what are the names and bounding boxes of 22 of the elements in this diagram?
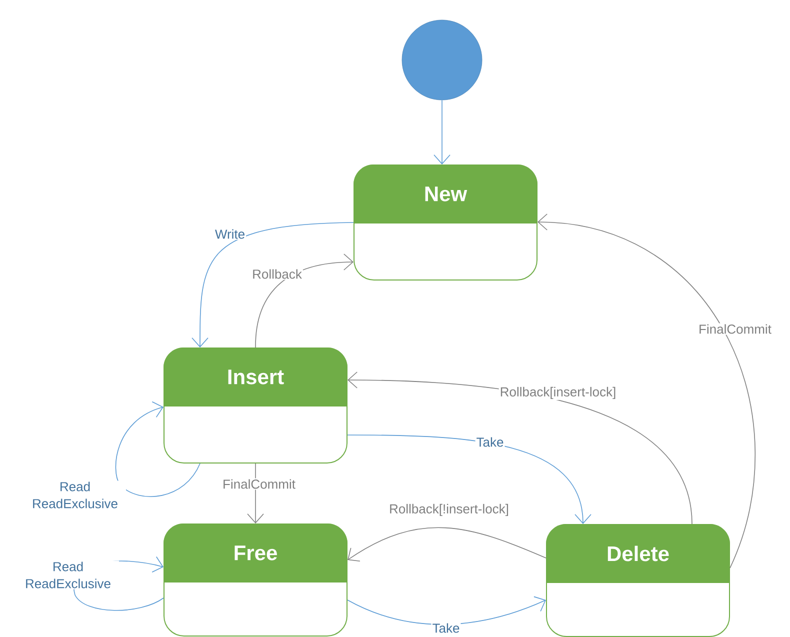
arrow xyxy=(538,214,756,568)
edge-label: Read ReadExclusive xyxy=(24,480,126,510)
edge-label: Take xyxy=(431,622,461,634)
arrow xyxy=(192,222,354,348)
edge-label: FinalCommit xyxy=(698,323,772,335)
arrow xyxy=(347,434,592,524)
arrow xyxy=(434,100,450,164)
edge-label: Take xyxy=(475,436,505,448)
state-box: Delete xyxy=(546,524,730,637)
edge-label: Rollback[!insert-lock] xyxy=(388,502,510,518)
edge-label: Read ReadExclusive xyxy=(17,560,119,590)
state-box: Free xyxy=(164,524,348,636)
edge-label: Rollback[insert-lock] xyxy=(498,386,618,400)
edge-label: Write xyxy=(214,228,246,240)
state-box: Insert xyxy=(164,348,348,464)
arrow xyxy=(348,527,546,562)
state-box: New xyxy=(354,164,538,280)
arrow xyxy=(255,254,354,348)
initial-state-circle xyxy=(402,20,482,100)
arrow xyxy=(115,401,200,497)
edge-label: FinalCommit xyxy=(222,478,296,490)
edge-label: Rollback xyxy=(251,268,303,280)
